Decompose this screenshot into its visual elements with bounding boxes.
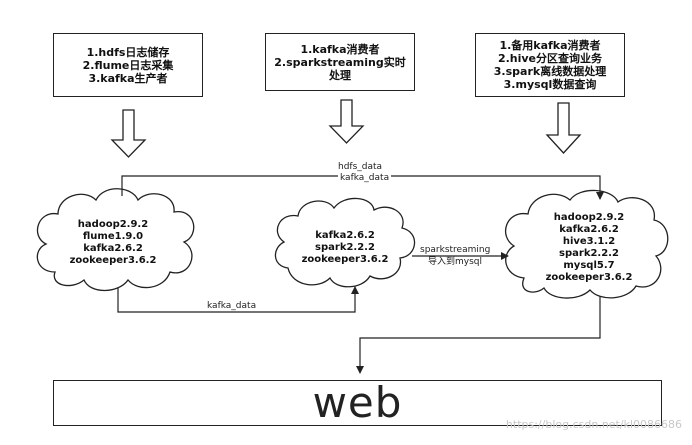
box-middle-line-1: 1.kafka消费者 (300, 42, 380, 56)
watermark: https://blog.csdn.net/kl0086686 (505, 418, 682, 431)
web-box: web (53, 380, 662, 426)
box-left-line-3: 3.kafka生产者 (88, 71, 168, 85)
cloud-right-line-6: zookeeper3.6.2 (545, 272, 633, 283)
cloud-right (504, 189, 669, 299)
cloud-left-line-3: kafka2.6.2 (83, 243, 143, 254)
cloud-left (36, 188, 195, 292)
cloud-right-line-4: spark2.2.2 (559, 248, 619, 259)
box-middle-line-2: 2.sparkstreaming实时 (274, 55, 406, 69)
box-right-line-2: 2.hive分区查询业务 (497, 52, 603, 65)
box-left-line-2: 2.flume日志采集 (82, 58, 174, 72)
hollow-arrow-left (110, 109, 147, 158)
box-middle-line-3: 处理 (329, 68, 351, 82)
cloud-left-line-1: hadoop2.9.2 (77, 219, 149, 230)
web-label: web (312, 378, 403, 427)
edge-bottom-label: kafka_data (207, 301, 257, 311)
cloud-middle-line-2: spark2.2.2 (315, 242, 375, 253)
box-left: 1.hdfs日志储存 2.flume日志采集 3.kafka生产者 (53, 33, 203, 97)
edge-middle-label-2: 导入到mysql (428, 257, 482, 267)
cloud-right-text: hadoop2.9.2 kafka2.6.2 hive3.1.2 spark2.… (534, 212, 644, 284)
cloud-right-line-5: mysql5.7 (563, 260, 615, 271)
cloud-right-line-2: kafka2.6.2 (559, 224, 619, 235)
cloud-middle-text: kafka2.6.2 spark2.2.2 zookeeper3.6.2 (290, 230, 400, 266)
box-right-line-1: 1.备用kafka消费者 (499, 39, 601, 52)
edge-top-label-1: hdfs_data (338, 162, 383, 172)
hollow-arrow-right (545, 102, 582, 154)
box-right: 1.备用kafka消费者 2.hive分区查询业务 3.spark离线数据处理 … (475, 33, 625, 97)
cloud-left-text: hadoop2.9.2 flume1.9.0 kafka2.6.2 zookee… (58, 219, 168, 267)
hollow-arrow-middle (328, 99, 365, 144)
edge-bottom (117, 286, 359, 313)
cloud-right-line-3: hive3.1.2 (562, 236, 616, 247)
edge-middle-label-1: sparkstreaming (420, 245, 491, 255)
box-right-line-3: 3.spark离线数据处理 (493, 65, 607, 78)
edge-to-web (356, 296, 601, 374)
edge-top-label-2: kafka_data (338, 173, 392, 183)
cloud-left-line-4: zookeeper3.6.2 (69, 255, 157, 266)
box-right-line-4: 3.mysql数据查询 (503, 78, 597, 91)
cloud-left-line-2: flume1.9.0 (82, 231, 144, 242)
box-middle: 1.kafka消费者 2.sparkstreaming实时 处理 (265, 33, 415, 91)
box-left-line-1: 1.hdfs日志储存 (86, 45, 170, 59)
cloud-middle-line-1: kafka2.6.2 (315, 230, 375, 241)
cloud-middle (274, 197, 416, 288)
cloud-middle-line-3: zookeeper3.6.2 (301, 254, 389, 265)
cloud-right-line-1: hadoop2.9.2 (553, 212, 625, 223)
